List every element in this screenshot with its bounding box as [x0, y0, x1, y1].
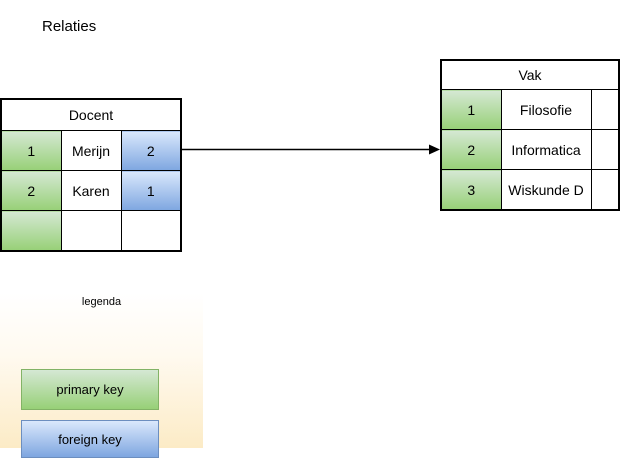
table-header-row: Vak	[440, 59, 620, 90]
table-row: 3 Wiskunde D	[440, 169, 620, 211]
vak-table-title: Vak	[440, 59, 620, 90]
docent-fk-cell: 2	[120, 130, 182, 171]
vak-table: Vak 1 Filosofie 2 Informatica 3 Wiskunde…	[440, 59, 621, 211]
vak-pk-cell: 1	[440, 89, 502, 130]
docent-name-cell	[60, 210, 122, 252]
docent-fk-cell: 1	[120, 170, 182, 211]
vak-empty-cell	[590, 89, 620, 130]
vak-name-cell: Filosofie	[500, 89, 592, 130]
table-row	[0, 210, 182, 252]
docent-table-title: Docent	[0, 98, 182, 131]
docent-name-cell: Merijn	[60, 130, 122, 171]
foreign-key-label: foreign key	[58, 431, 122, 447]
docent-pk-cell: 2	[0, 170, 62, 211]
vak-pk-cell: 3	[440, 169, 502, 211]
docent-table: Docent 1 Merijn 2 2 Karen 1	[0, 98, 182, 252]
docent-pk-cell: 1	[0, 130, 62, 171]
table-row: 2 Karen 1	[0, 170, 182, 211]
vak-pk-cell: 2	[440, 129, 502, 170]
relation-arrow	[181, 144, 440, 155]
vak-empty-cell	[590, 129, 620, 170]
legend-title: legenda	[81, 296, 122, 308]
vak-empty-cell	[590, 169, 620, 211]
docent-pk-cell	[0, 210, 62, 252]
table-row: 1 Filosofie	[440, 89, 620, 130]
vak-name-cell: Informatica	[500, 129, 592, 170]
vak-name-cell: Wiskunde D	[500, 169, 592, 211]
table-row: 2 Informatica	[440, 129, 620, 170]
primary-key-swatch: primary key	[21, 369, 159, 410]
foreign-key-swatch: foreign key	[21, 420, 159, 458]
primary-key-label: primary key	[56, 382, 124, 397]
table-row: 1 Merijn 2	[0, 130, 182, 171]
docent-name-cell: Karen	[60, 170, 122, 211]
page-title: Relaties	[42, 18, 97, 35]
table-header-row: Docent	[0, 98, 182, 131]
docent-empty-cell	[120, 210, 182, 252]
